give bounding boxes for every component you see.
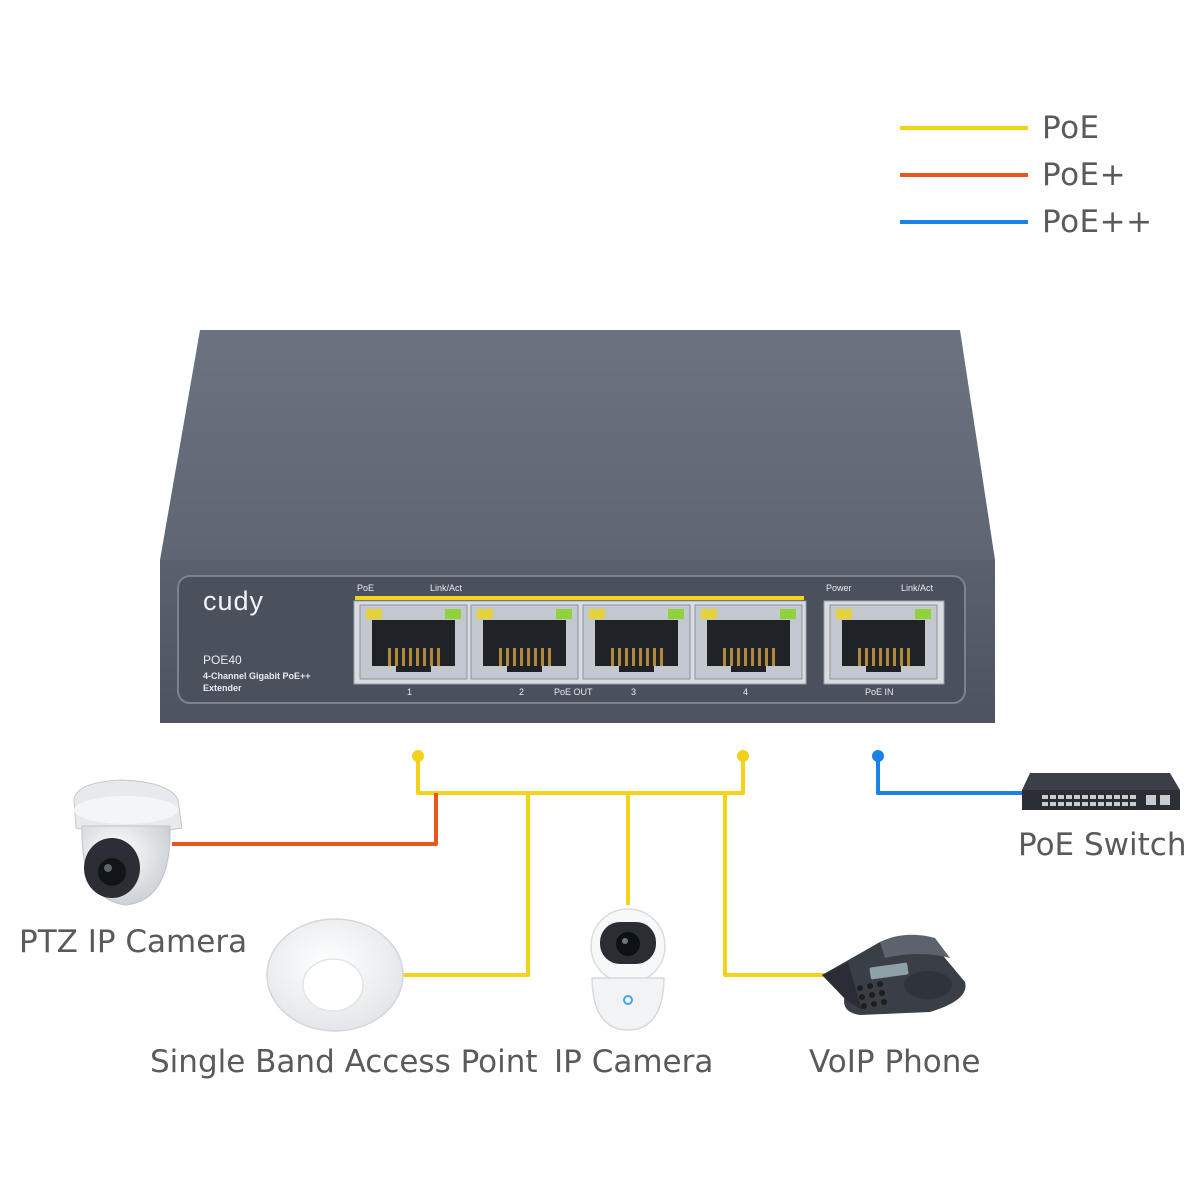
contact-pin bbox=[423, 648, 426, 666]
contact-pin bbox=[893, 648, 896, 666]
out-led-label-link-act: Link/Act bbox=[430, 583, 463, 593]
status-led-yellow bbox=[836, 609, 852, 619]
status-led-yellow bbox=[477, 609, 493, 619]
model-name: POE40 bbox=[203, 653, 242, 667]
model-description-line2: Extender bbox=[203, 683, 242, 693]
contact-pin bbox=[416, 648, 419, 666]
status-led-yellow bbox=[366, 609, 382, 619]
contact-pin bbox=[437, 648, 440, 666]
in-led-label-link-act: Link/Act bbox=[901, 583, 934, 593]
contact-pin bbox=[506, 648, 509, 666]
port-number-1: 1 bbox=[407, 687, 413, 697]
port-4-rj45 bbox=[694, 604, 803, 680]
voip-phone-icon bbox=[822, 934, 966, 1015]
ptz-ip-camera-label: PTZ IP Camera bbox=[19, 924, 248, 960]
contact-pin bbox=[430, 648, 433, 666]
poe-line-access-point bbox=[400, 793, 530, 977]
contact-pin bbox=[499, 648, 502, 666]
voip-phone-label: VoIP Phone bbox=[809, 1044, 981, 1080]
contact-pin bbox=[618, 648, 621, 666]
port-number-4: 4 bbox=[743, 687, 749, 697]
poe-in-label: PoE IN bbox=[865, 687, 894, 697]
contact-pin bbox=[900, 648, 903, 666]
contact-pin bbox=[660, 648, 663, 666]
ip-camera-label: IP Camera bbox=[554, 1044, 714, 1080]
status-led-green bbox=[780, 609, 796, 619]
contact-pin bbox=[395, 648, 398, 666]
poe-plus-line-ptz-camera bbox=[172, 793, 438, 846]
contact-pin bbox=[886, 648, 889, 666]
contact-pin bbox=[632, 648, 635, 666]
poe-line-voip-phone bbox=[723, 793, 830, 977]
port-number-2: 2 bbox=[519, 687, 525, 697]
connection-lines bbox=[172, 756, 1022, 977]
contact-pin bbox=[865, 648, 868, 666]
device-top-surface bbox=[160, 330, 995, 560]
contact-pin bbox=[879, 648, 882, 666]
access-point-label: Single Band Access Point bbox=[150, 1044, 538, 1080]
contact-pin bbox=[744, 648, 747, 666]
model-description-line1: 4-Channel Gigabit PoE++ bbox=[203, 671, 311, 681]
contact-pin bbox=[534, 648, 537, 666]
contact-pin bbox=[639, 648, 642, 666]
legend-label-poe: PoE bbox=[1042, 110, 1100, 146]
poe-in-port-rj45 bbox=[829, 604, 938, 680]
poe-switch-label: PoE Switch bbox=[1018, 827, 1187, 863]
legend-label-poe-plus: PoE+ bbox=[1042, 157, 1127, 193]
status-led-yellow bbox=[701, 609, 717, 619]
contact-pin bbox=[402, 648, 405, 666]
out-led-label-poe: PoE bbox=[357, 583, 375, 593]
contact-pin bbox=[737, 648, 740, 666]
contact-pin bbox=[513, 648, 516, 666]
access-point-icon bbox=[266, 918, 404, 1032]
contact-pin bbox=[548, 648, 551, 666]
contact-pin bbox=[409, 648, 412, 666]
port-number-3: 3 bbox=[631, 687, 637, 697]
connector-dot-port1 bbox=[412, 750, 424, 762]
contact-pin bbox=[751, 648, 754, 666]
ethernet-ports bbox=[359, 604, 938, 680]
contact-pin bbox=[723, 648, 726, 666]
legend-label-poe-plus-plus: PoE++ bbox=[1042, 204, 1153, 240]
contact-pin bbox=[653, 648, 656, 666]
contact-pin bbox=[772, 648, 775, 666]
poe-plus-plus-line-switch bbox=[876, 756, 1022, 795]
port-2-rj45 bbox=[470, 604, 579, 680]
port-1-rj45 bbox=[359, 604, 468, 680]
ip-camera-icon bbox=[590, 908, 666, 1031]
contact-pin bbox=[541, 648, 544, 666]
status-led-green bbox=[915, 609, 931, 619]
contact-pin bbox=[527, 648, 530, 666]
contact-pin bbox=[520, 648, 523, 666]
connector-dot-port4 bbox=[737, 750, 749, 762]
brand-logo: cudy bbox=[203, 586, 265, 616]
contact-pin bbox=[646, 648, 649, 666]
contact-pin bbox=[765, 648, 768, 666]
ptz-ip-camera-icon bbox=[73, 779, 183, 906]
poe-line-port1 bbox=[416, 756, 745, 795]
contact-pin bbox=[611, 648, 614, 666]
poe-switch-icon bbox=[1022, 773, 1180, 810]
contact-pin bbox=[758, 648, 761, 666]
status-led-green bbox=[668, 609, 684, 619]
status-led-green bbox=[445, 609, 461, 619]
status-led-green bbox=[556, 609, 572, 619]
status-led-yellow bbox=[589, 609, 605, 619]
contact-pin bbox=[388, 648, 391, 666]
port-3-rj45 bbox=[582, 604, 691, 680]
poe-out-label: PoE OUT bbox=[554, 687, 593, 697]
contact-pin bbox=[872, 648, 875, 666]
contact-pin bbox=[907, 648, 910, 666]
connector-dot-poe-in bbox=[872, 750, 884, 762]
contact-pin bbox=[858, 648, 861, 666]
in-led-label-power: Power bbox=[826, 583, 852, 593]
contact-pin bbox=[625, 648, 628, 666]
contact-pin bbox=[730, 648, 733, 666]
